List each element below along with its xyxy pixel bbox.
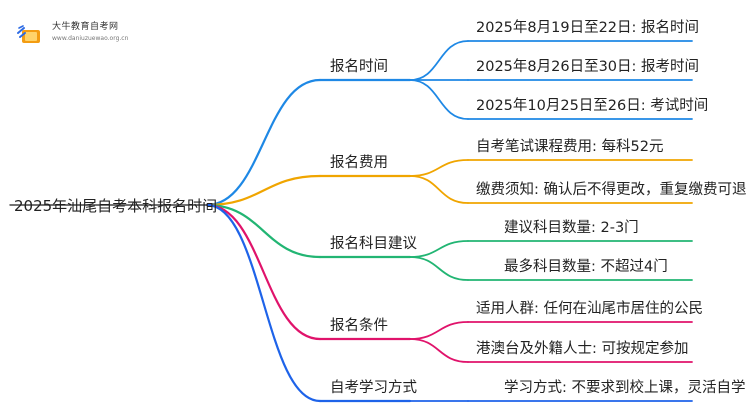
leaf-label: 缴费须知: 确认后不得更改，重复缴费可退 xyxy=(476,182,747,198)
branch-label: 报名费用 xyxy=(330,155,388,171)
branch-connector xyxy=(205,203,322,341)
leaf-label: 自考笔试课程费用: 每科52元 xyxy=(476,139,664,155)
branch-label: 报名科目建议 xyxy=(330,236,417,252)
logo-url: www.daniuzuewao.org.cn xyxy=(52,35,129,42)
leaf-connector xyxy=(409,175,469,204)
leaf-label: 建议科目数量: 2-3门 xyxy=(504,220,639,236)
leaf-label: 2025年8月19日至22日: 报名时间 xyxy=(476,20,700,36)
branch-label: 自考学习方式 xyxy=(330,380,417,396)
leaf-connector xyxy=(409,40,469,81)
leaf-label: 2025年8月26日至30日: 报考时间 xyxy=(476,59,700,75)
leaf-label: 学习方式: 不要求到校上课，灵活自学 xyxy=(504,380,746,396)
book-logo-icon xyxy=(17,25,40,43)
leaf-label: 适用人群: 任何在汕尾市居住的公民 xyxy=(476,301,703,317)
branch-connector xyxy=(205,78,322,207)
leaf-connector xyxy=(409,159,469,177)
branch-connector xyxy=(205,203,322,403)
leaf-label: 港澳台及外籍人士: 可按规定参加 xyxy=(476,341,689,357)
branch-label: 报名时间 xyxy=(330,59,388,75)
site-logo: 大牛教育自考网 www.daniuzuewao.org.cn xyxy=(16,22,216,48)
branch-connector xyxy=(205,174,322,207)
leaf-label: 最多科目数量: 不超过4门 xyxy=(504,259,668,275)
branch-label: 报名条件 xyxy=(330,318,388,334)
leaf-connector xyxy=(409,321,469,340)
logo-name: 大牛教育自考网 xyxy=(52,22,119,32)
root-topic: 2025年汕尾自考本科报名时间 xyxy=(14,197,218,215)
leaf-connector xyxy=(409,240,469,258)
leaf-connector xyxy=(409,79,469,120)
leaf-connector xyxy=(409,338,469,363)
leaf-connector xyxy=(409,256,469,281)
leaf-label: 2025年10月25日至26日: 考试时间 xyxy=(476,98,709,114)
branch-connector xyxy=(205,203,322,259)
